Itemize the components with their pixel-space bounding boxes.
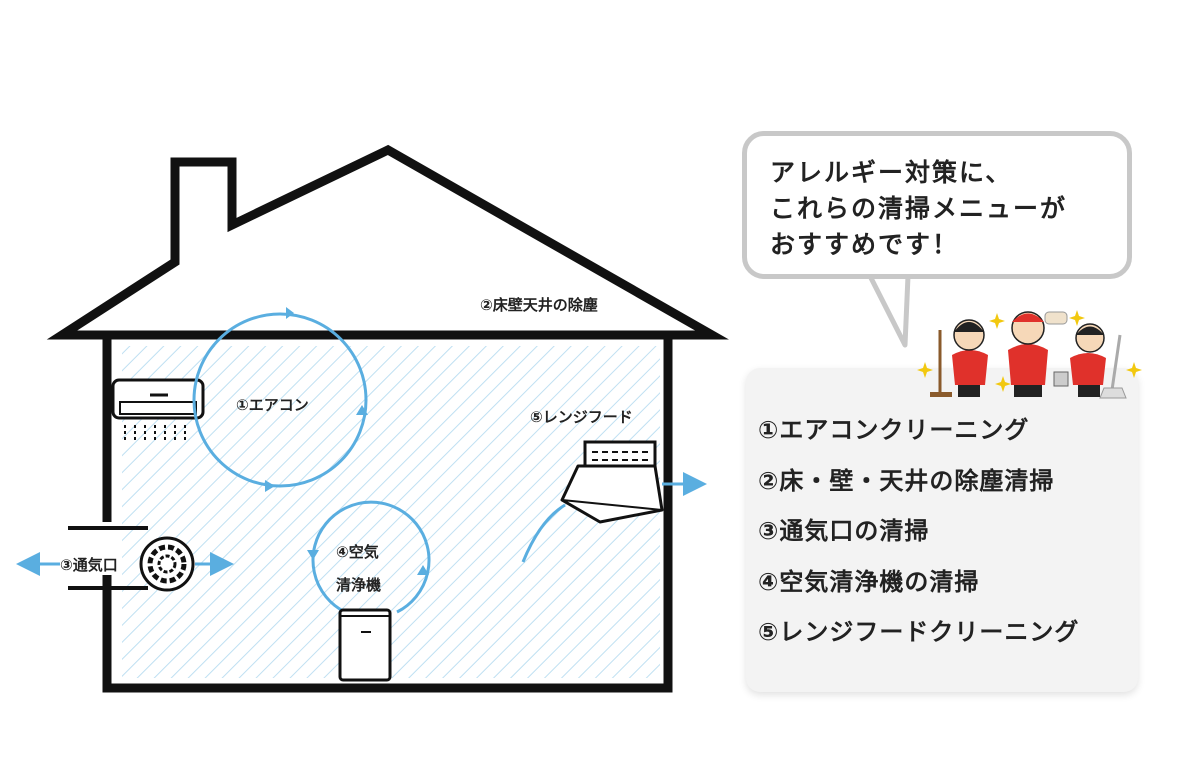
hood-airflow [521,503,566,563]
label-air-purifier-1: ④空気 [336,543,379,561]
speech-bubble-text: アレルギー対策に、 これらの清掃メニューが おすすめです！ [770,155,1067,263]
label-air-purifier-2: 清浄機 [336,576,382,594]
label-range-hood: ⑤レンジフード [530,408,633,426]
label-vent: ③通気口 [60,554,118,575]
air-conditioner-icon [111,378,205,440]
label-floor-wall-ceiling: ②床壁天井の除塵 [480,296,598,314]
bubble-line: おすすめです！ [770,230,960,259]
cleaning-menu-panel [746,368,1138,692]
bubble-line: これらの清掃メニューが [770,194,1068,223]
house-roof [46,144,729,340]
menu-item: ⑤レンジフードクリーニング [758,618,1080,646]
menu-item: ①エアコンクリーニング [758,416,1030,444]
cleaning-menu-list: ①エアコンクリーニング ②床・壁・天井の除塵清掃 ③通気口の清掃 ④空気清浄機の… [758,412,1079,665]
vent-icon [139,536,195,592]
air-purifier-icon [338,608,392,682]
bubble-line: アレルギー対策に、 [770,158,1013,187]
speech-bubble-tail [867,274,911,348]
aircon-airflow-circle [192,312,368,488]
purifier-airflow [311,500,431,614]
range-hood-icon [560,440,664,524]
menu-item: ③通気口の清掃 [758,517,930,545]
label-aircon: ①エアコン [236,396,309,414]
house-walls-lower [102,335,673,693]
speech-bubble [742,131,1132,279]
menu-item: ②床・壁・天井の除塵清掃 [758,466,1055,495]
menu-item: ④空気清浄機の清掃 [758,567,980,596]
